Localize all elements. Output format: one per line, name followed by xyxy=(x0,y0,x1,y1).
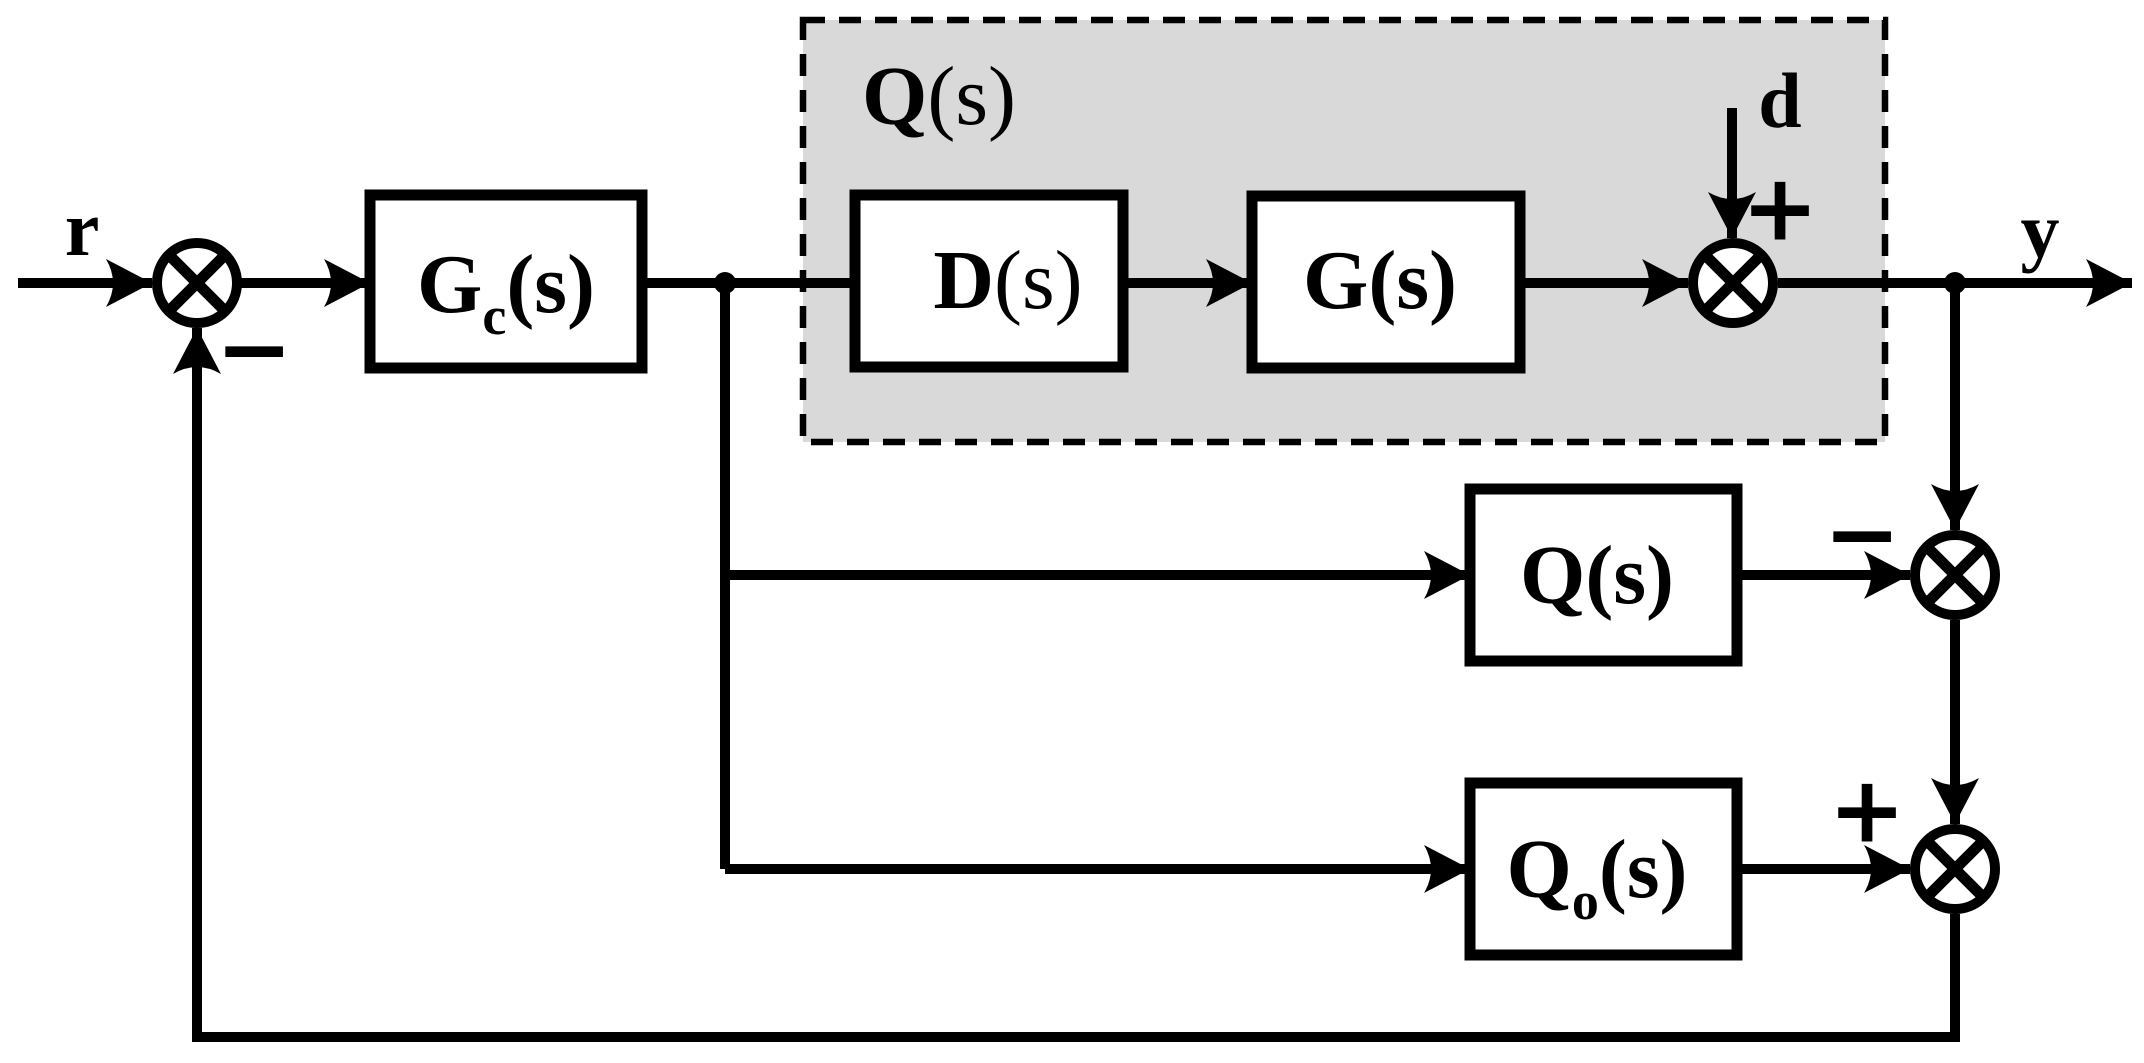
summing-junction-s1 xyxy=(152,238,242,328)
node-dot-output-branch xyxy=(1944,272,1966,294)
q-filter-block-label: Q(s) xyxy=(1520,529,1674,622)
summing-junction-s2 xyxy=(1688,238,1778,328)
summing-junction-s3 xyxy=(1910,530,2000,620)
input-signal-label: r xyxy=(65,185,100,272)
s4-plus-sign: + xyxy=(1828,757,1905,864)
output-signal-label: y xyxy=(2021,187,2060,274)
q-region-label: Q(s) xyxy=(862,50,1016,143)
q-filter-block xyxy=(1464,483,1743,667)
s1-minus-sign: − xyxy=(215,296,292,403)
s3-minus-sign: − xyxy=(1823,481,1900,588)
d-block-label: D(s) xyxy=(933,234,1082,327)
summing-junction-s4 xyxy=(1910,824,2000,914)
qo-filter-block-label: Qo(s) xyxy=(1507,823,1688,931)
disturbance-signal-label: d xyxy=(1758,57,1801,144)
s2-plus-sign: + xyxy=(1741,155,1818,262)
plant-block xyxy=(1246,190,1526,374)
d-block xyxy=(849,189,1129,373)
qo-filter-block xyxy=(1464,777,1743,961)
controller-block xyxy=(364,189,648,374)
controller-block-label: Gc(s) xyxy=(417,238,595,346)
node-dot-controller-branch xyxy=(714,272,736,294)
plant-block-label: G(s) xyxy=(1303,234,1457,327)
wire-feedback-path xyxy=(192,328,1960,1042)
